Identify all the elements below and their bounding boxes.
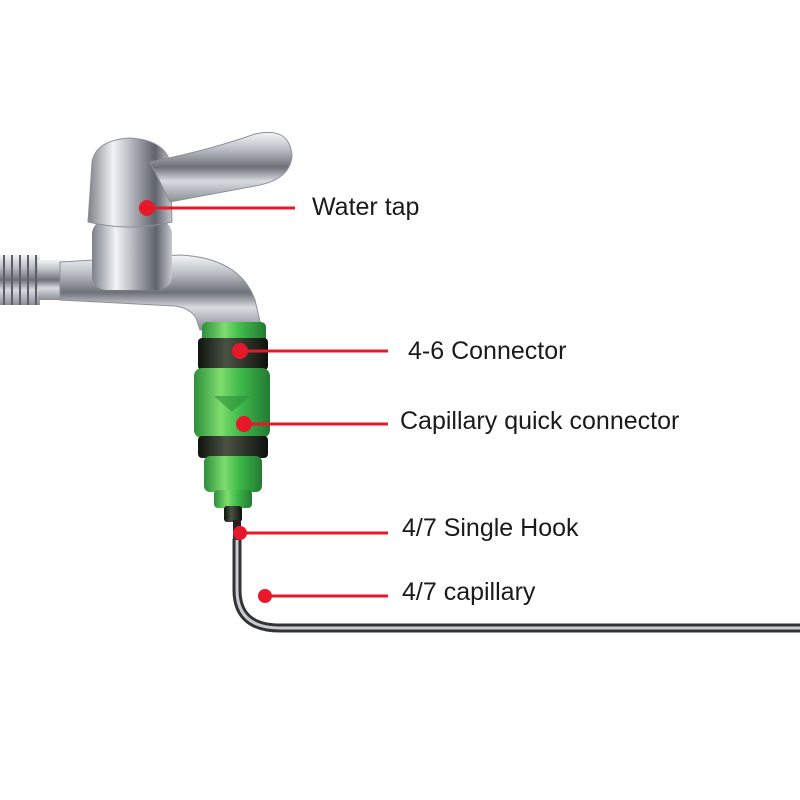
callout-single-hook [233,526,388,540]
tap-stem [92,220,172,290]
callout-4-6-connector [232,343,388,359]
label-water-tap: Water tap [312,193,420,221]
label-single-hook: 4/7 Single Hook [402,514,579,542]
label-capillary: 4/7 capillary [402,578,536,606]
callout-capillary-quick-connector [236,416,388,432]
tap-cap [87,137,173,228]
label-4-6-connector: 4-6 Connector [408,337,567,365]
threaded-pipe [0,255,64,305]
callout-water-tap [139,200,295,216]
callout-capillary [258,589,388,603]
tap-lever-handle [149,131,293,203]
label-capillary-quick-connector: Capillary quick connector [400,407,680,435]
